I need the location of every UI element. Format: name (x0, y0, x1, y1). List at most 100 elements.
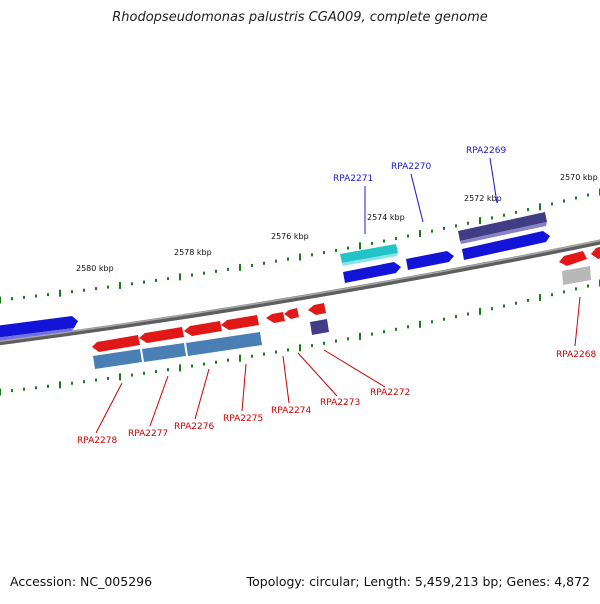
gene-rpa2271[interactable] (340, 244, 398, 263)
major-tick (539, 203, 541, 211)
minor-tick (35, 386, 37, 390)
gene-arrow[interactable] (92, 335, 140, 352)
gene-label[interactable]: RPA2272 (370, 388, 410, 398)
gene-arrow[interactable] (184, 321, 222, 336)
major-tick (0, 388, 1, 396)
gene-arrow[interactable] (559, 251, 587, 266)
minor-tick (491, 216, 493, 220)
gene-arrow-shadow (0, 328, 74, 341)
minor-tick (287, 257, 289, 261)
page-title: Rhodopseudomonas palustris CGA009, compl… (112, 10, 488, 25)
gene-label[interactable]: RPA2273 (320, 398, 360, 408)
minor-tick (467, 221, 469, 225)
scale-label: 2572 kbp (464, 194, 502, 203)
gene-rpa2278[interactable] (93, 349, 142, 369)
major-tick (119, 373, 121, 381)
minor-tick (71, 381, 73, 385)
major-tick (359, 332, 361, 340)
gene-rpa2269[interactable] (458, 212, 547, 241)
minor-tick (251, 354, 253, 358)
minor-tick (167, 368, 169, 372)
gene-rpa2269-shadow (460, 222, 547, 244)
gene-arrow[interactable] (591, 244, 600, 259)
gene-label[interactable]: RPA2276 (174, 422, 214, 432)
minor-tick (503, 213, 505, 217)
minor-tick (71, 290, 73, 294)
outer-scale-ticks (0, 188, 600, 304)
gene-rpa2276[interactable] (186, 332, 262, 356)
major-tick (479, 217, 481, 225)
minor-tick (347, 246, 349, 250)
scale-label: 2574 kbp (367, 213, 405, 222)
gene-rpa2271-shadow (342, 253, 398, 266)
major-tick (419, 320, 421, 328)
major-tick (359, 242, 361, 250)
gene-arrow[interactable] (221, 315, 259, 330)
minor-tick (203, 271, 205, 275)
genome-backbone-highlight (0, 239, 600, 342)
minor-tick (563, 290, 565, 294)
inner-scale-ticks (0, 279, 600, 396)
minor-tick (455, 315, 457, 319)
minor-tick (347, 337, 349, 341)
minor-tick (311, 253, 313, 257)
minor-tick (167, 277, 169, 281)
minor-tick (215, 360, 217, 364)
minor-tick (107, 376, 109, 380)
plus-strand-genes (0, 212, 600, 341)
minor-tick (191, 364, 193, 368)
gene-rpa2268[interactable] (562, 266, 591, 285)
minor-tick (251, 263, 253, 267)
major-tick (59, 381, 61, 389)
major-tick (59, 289, 61, 297)
minor-tick (323, 341, 325, 345)
genome-backbone (0, 239, 600, 346)
minor-tick (575, 287, 577, 291)
gene-arrow[interactable] (0, 316, 78, 338)
gene-arrow[interactable] (462, 231, 550, 260)
gene-label[interactable]: RPA2275 (223, 414, 263, 424)
minor-tick (143, 371, 145, 375)
minor-tick (563, 199, 565, 203)
gene-rpa2270[interactable] (406, 251, 454, 270)
gene-rpa2273[interactable] (310, 319, 329, 335)
minor-tick (527, 208, 529, 212)
gene-label[interactable]: RPA2277 (128, 429, 168, 439)
gene-arrow[interactable] (308, 303, 326, 315)
minor-tick (575, 196, 577, 200)
gene-label[interactable]: RPA2271 (333, 174, 373, 184)
minor-tick (47, 384, 49, 388)
gene-arrow[interactable] (284, 308, 299, 319)
minor-tick (503, 304, 505, 308)
minor-tick (431, 229, 433, 233)
minor-tick (23, 387, 25, 391)
minor-tick (83, 380, 85, 384)
minor-tick (371, 241, 373, 245)
minor-tick (215, 269, 217, 273)
minor-tick (263, 352, 265, 356)
gene-label[interactable]: RPA2278 (77, 436, 117, 446)
gene-arrow[interactable] (343, 262, 401, 283)
gene-label[interactable]: RPA2269 (466, 146, 506, 156)
minor-tick (83, 288, 85, 292)
gene-label[interactable]: RPA2268 (556, 350, 596, 360)
minor-tick (323, 251, 325, 255)
gene-rpa2277[interactable] (142, 343, 186, 362)
gene-arrow[interactable] (266, 312, 285, 323)
minor-tick (443, 227, 445, 230)
minor-tick (515, 301, 517, 305)
minor-tick (275, 350, 277, 354)
minor-tick (131, 373, 133, 377)
major-tick (479, 307, 481, 315)
gene-label[interactable]: RPA2270 (391, 162, 431, 172)
genome-summary-text: Topology: circular; Length: 5,459,213 bp… (246, 574, 590, 589)
gene-arrow[interactable] (139, 327, 184, 343)
minor-tick (407, 325, 409, 329)
minor-tick (47, 293, 49, 297)
minor-tick (431, 320, 433, 324)
minor-tick (11, 297, 13, 301)
scale-label: 2580 kbp (76, 264, 114, 273)
gene-label[interactable]: RPA2274 (271, 406, 311, 416)
scale-label: 2578 kbp (174, 248, 212, 257)
minor-tick (227, 358, 229, 362)
